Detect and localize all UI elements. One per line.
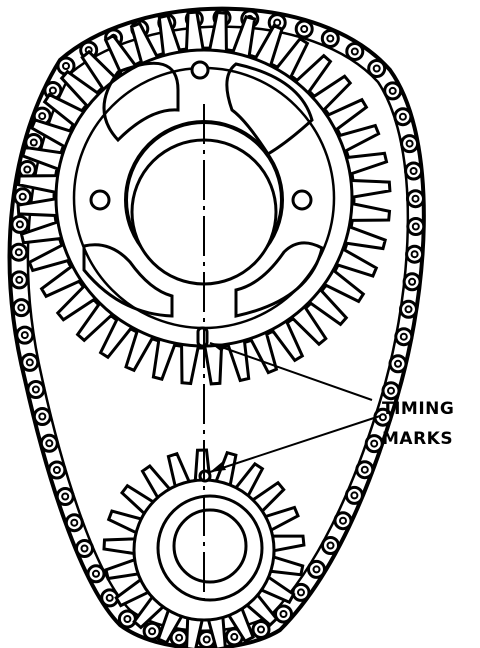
chain-pin <box>404 305 413 314</box>
leader-arrow-upper <box>210 343 226 352</box>
chain-pin <box>17 303 26 312</box>
chain-pin <box>409 167 418 175</box>
chain-pin <box>394 359 402 368</box>
chain-pin <box>410 250 419 259</box>
chain-pin <box>92 569 100 578</box>
chain-pin <box>378 413 387 422</box>
chain-pin <box>405 139 414 148</box>
chain-pin <box>257 625 265 634</box>
sprocket-slot <box>225 62 314 157</box>
crankshaft-sprocket <box>102 448 306 648</box>
chain-pin <box>31 385 40 394</box>
chain-pin <box>45 439 54 448</box>
chain-pin <box>175 633 184 642</box>
chain-pin <box>62 62 70 70</box>
chain-pin <box>388 86 397 95</box>
chain-pin <box>411 194 420 203</box>
chain-pin <box>123 615 132 623</box>
chain-pin <box>105 593 114 602</box>
callout-marks-label: MARKS <box>382 429 453 449</box>
chain-pin <box>297 588 305 597</box>
chain-pin <box>52 466 61 474</box>
chain-pin <box>148 627 157 636</box>
chain-pin <box>15 275 24 284</box>
callout-timing-label: TIMING <box>382 399 454 419</box>
chain-pin <box>312 565 321 574</box>
chain-pin <box>14 248 23 257</box>
leader-line-lower <box>209 415 381 473</box>
chain-pin <box>408 277 417 286</box>
chain-pin <box>398 112 407 121</box>
sprocket-bolt-hole <box>190 60 210 80</box>
leader-arrow-lower <box>210 462 226 472</box>
chain-pin <box>38 412 47 421</box>
chain-pin <box>48 86 57 95</box>
chain-pin <box>29 138 38 147</box>
chain-pin <box>25 358 34 367</box>
chain-pin <box>80 544 89 553</box>
chain-pin <box>370 439 379 448</box>
chain-pin <box>70 518 79 527</box>
chain-pin <box>387 386 395 395</box>
sprocket-bolt-hole <box>291 189 313 211</box>
chain-pin <box>300 25 309 33</box>
chain-pin <box>20 331 29 340</box>
leader-line-upper <box>209 342 373 401</box>
sprocket-slot <box>234 241 324 318</box>
chain-pin <box>411 222 420 231</box>
chain-pin <box>399 332 408 341</box>
crankshaft-bore <box>172 508 248 584</box>
sprocket-slot <box>102 61 180 143</box>
chain-pin <box>279 610 288 618</box>
chain-pin <box>18 192 27 201</box>
chain-pin <box>38 112 47 121</box>
chain-pin <box>230 632 239 641</box>
chain-pin <box>15 220 24 229</box>
chain-pin <box>23 165 32 174</box>
camshaft-timing-mark <box>196 326 209 348</box>
chain-pin <box>372 64 381 73</box>
chain-pin <box>326 541 335 550</box>
chain-pin <box>350 47 359 56</box>
chain-pin <box>339 516 347 525</box>
sprocket-slot <box>82 243 174 318</box>
chain-pin <box>202 635 211 644</box>
chain-pin <box>326 34 335 43</box>
chain-pin <box>360 465 369 474</box>
chain-outer-band <box>7 6 426 648</box>
sprocket-bolt-hole <box>89 189 111 211</box>
chain-pin <box>350 491 359 500</box>
chain-pin <box>61 492 70 501</box>
